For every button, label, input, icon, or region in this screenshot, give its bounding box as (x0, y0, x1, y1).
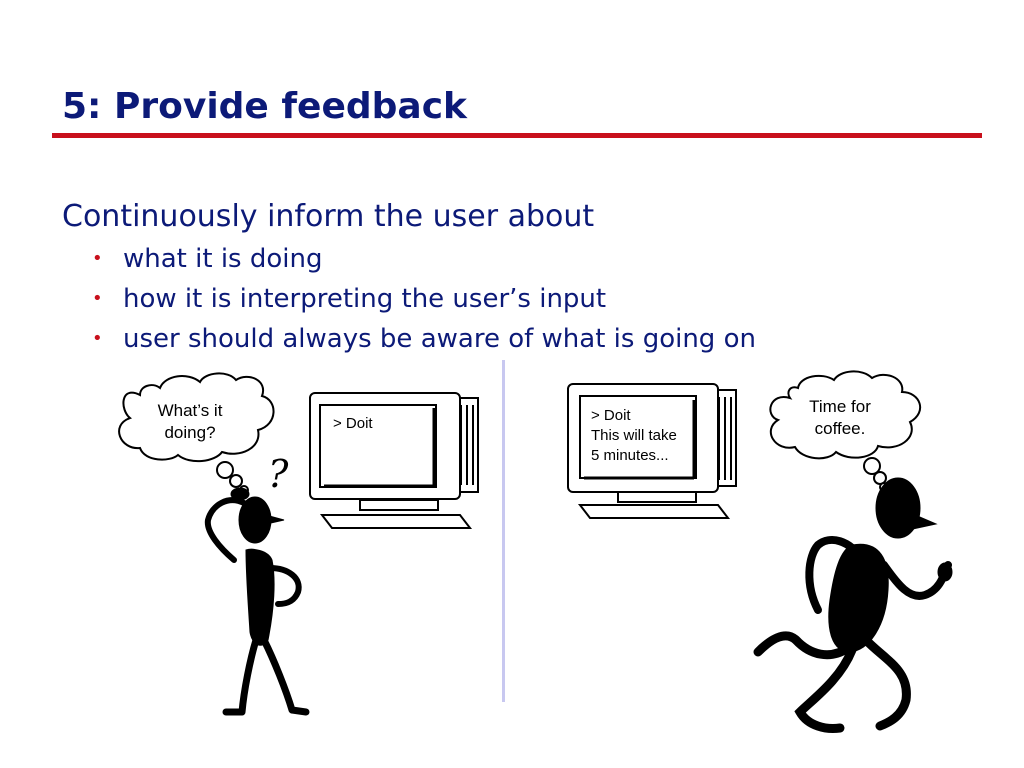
title-underline (52, 133, 982, 138)
question-mark-icon: ? (268, 452, 289, 496)
puzzled-person-icon (204, 487, 310, 716)
thought-bubble-left-icon (118, 372, 275, 495)
screen-text-right: > Doit This will take 5 minutes... (591, 407, 677, 464)
lead-text: Continuously inform the user about (62, 199, 595, 234)
computer-monitor-right-icon (567, 383, 737, 519)
scene-divider (502, 360, 505, 702)
bullet-text: how it is interpreting the user’s input (123, 284, 607, 314)
bullet-dot-icon: • (92, 248, 103, 269)
screen-text-left: > Doit (333, 415, 373, 432)
bullet-dot-icon: • (92, 288, 103, 309)
bullet-dot-icon: • (92, 328, 103, 349)
running-person-icon (753, 477, 953, 733)
bullet-text: user should always be aware of what is g… (123, 324, 756, 354)
slide-title: 5: Provide feedback (62, 86, 467, 127)
thought-text-right: Time for coffee. (809, 397, 871, 438)
computer-monitor-left-icon (309, 392, 479, 529)
thought-text-left: What’s it doing? (157, 401, 223, 442)
thought-bubble-right-icon (769, 370, 922, 492)
bullet-text: what it is doing (123, 244, 323, 274)
